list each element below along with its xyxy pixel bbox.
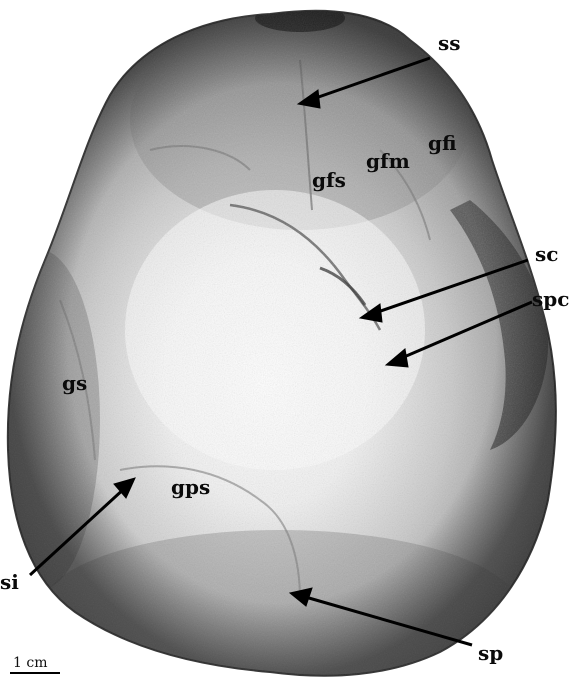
label-ss: ss xyxy=(438,31,461,55)
label-gfm: gfm xyxy=(366,149,410,173)
label-sc: sc xyxy=(535,242,558,266)
scale-bar: 1 cm xyxy=(10,655,60,673)
scale-bar-label: 1 cm xyxy=(13,655,47,671)
label-sp: sp xyxy=(478,641,503,665)
label-gfs: gfs xyxy=(312,168,346,192)
label-gps: gps xyxy=(171,475,210,499)
label-si: si xyxy=(0,570,19,594)
label-gfi: gfi xyxy=(428,131,457,155)
label-spc: spc xyxy=(532,287,569,311)
label-gs: gs xyxy=(62,371,87,395)
